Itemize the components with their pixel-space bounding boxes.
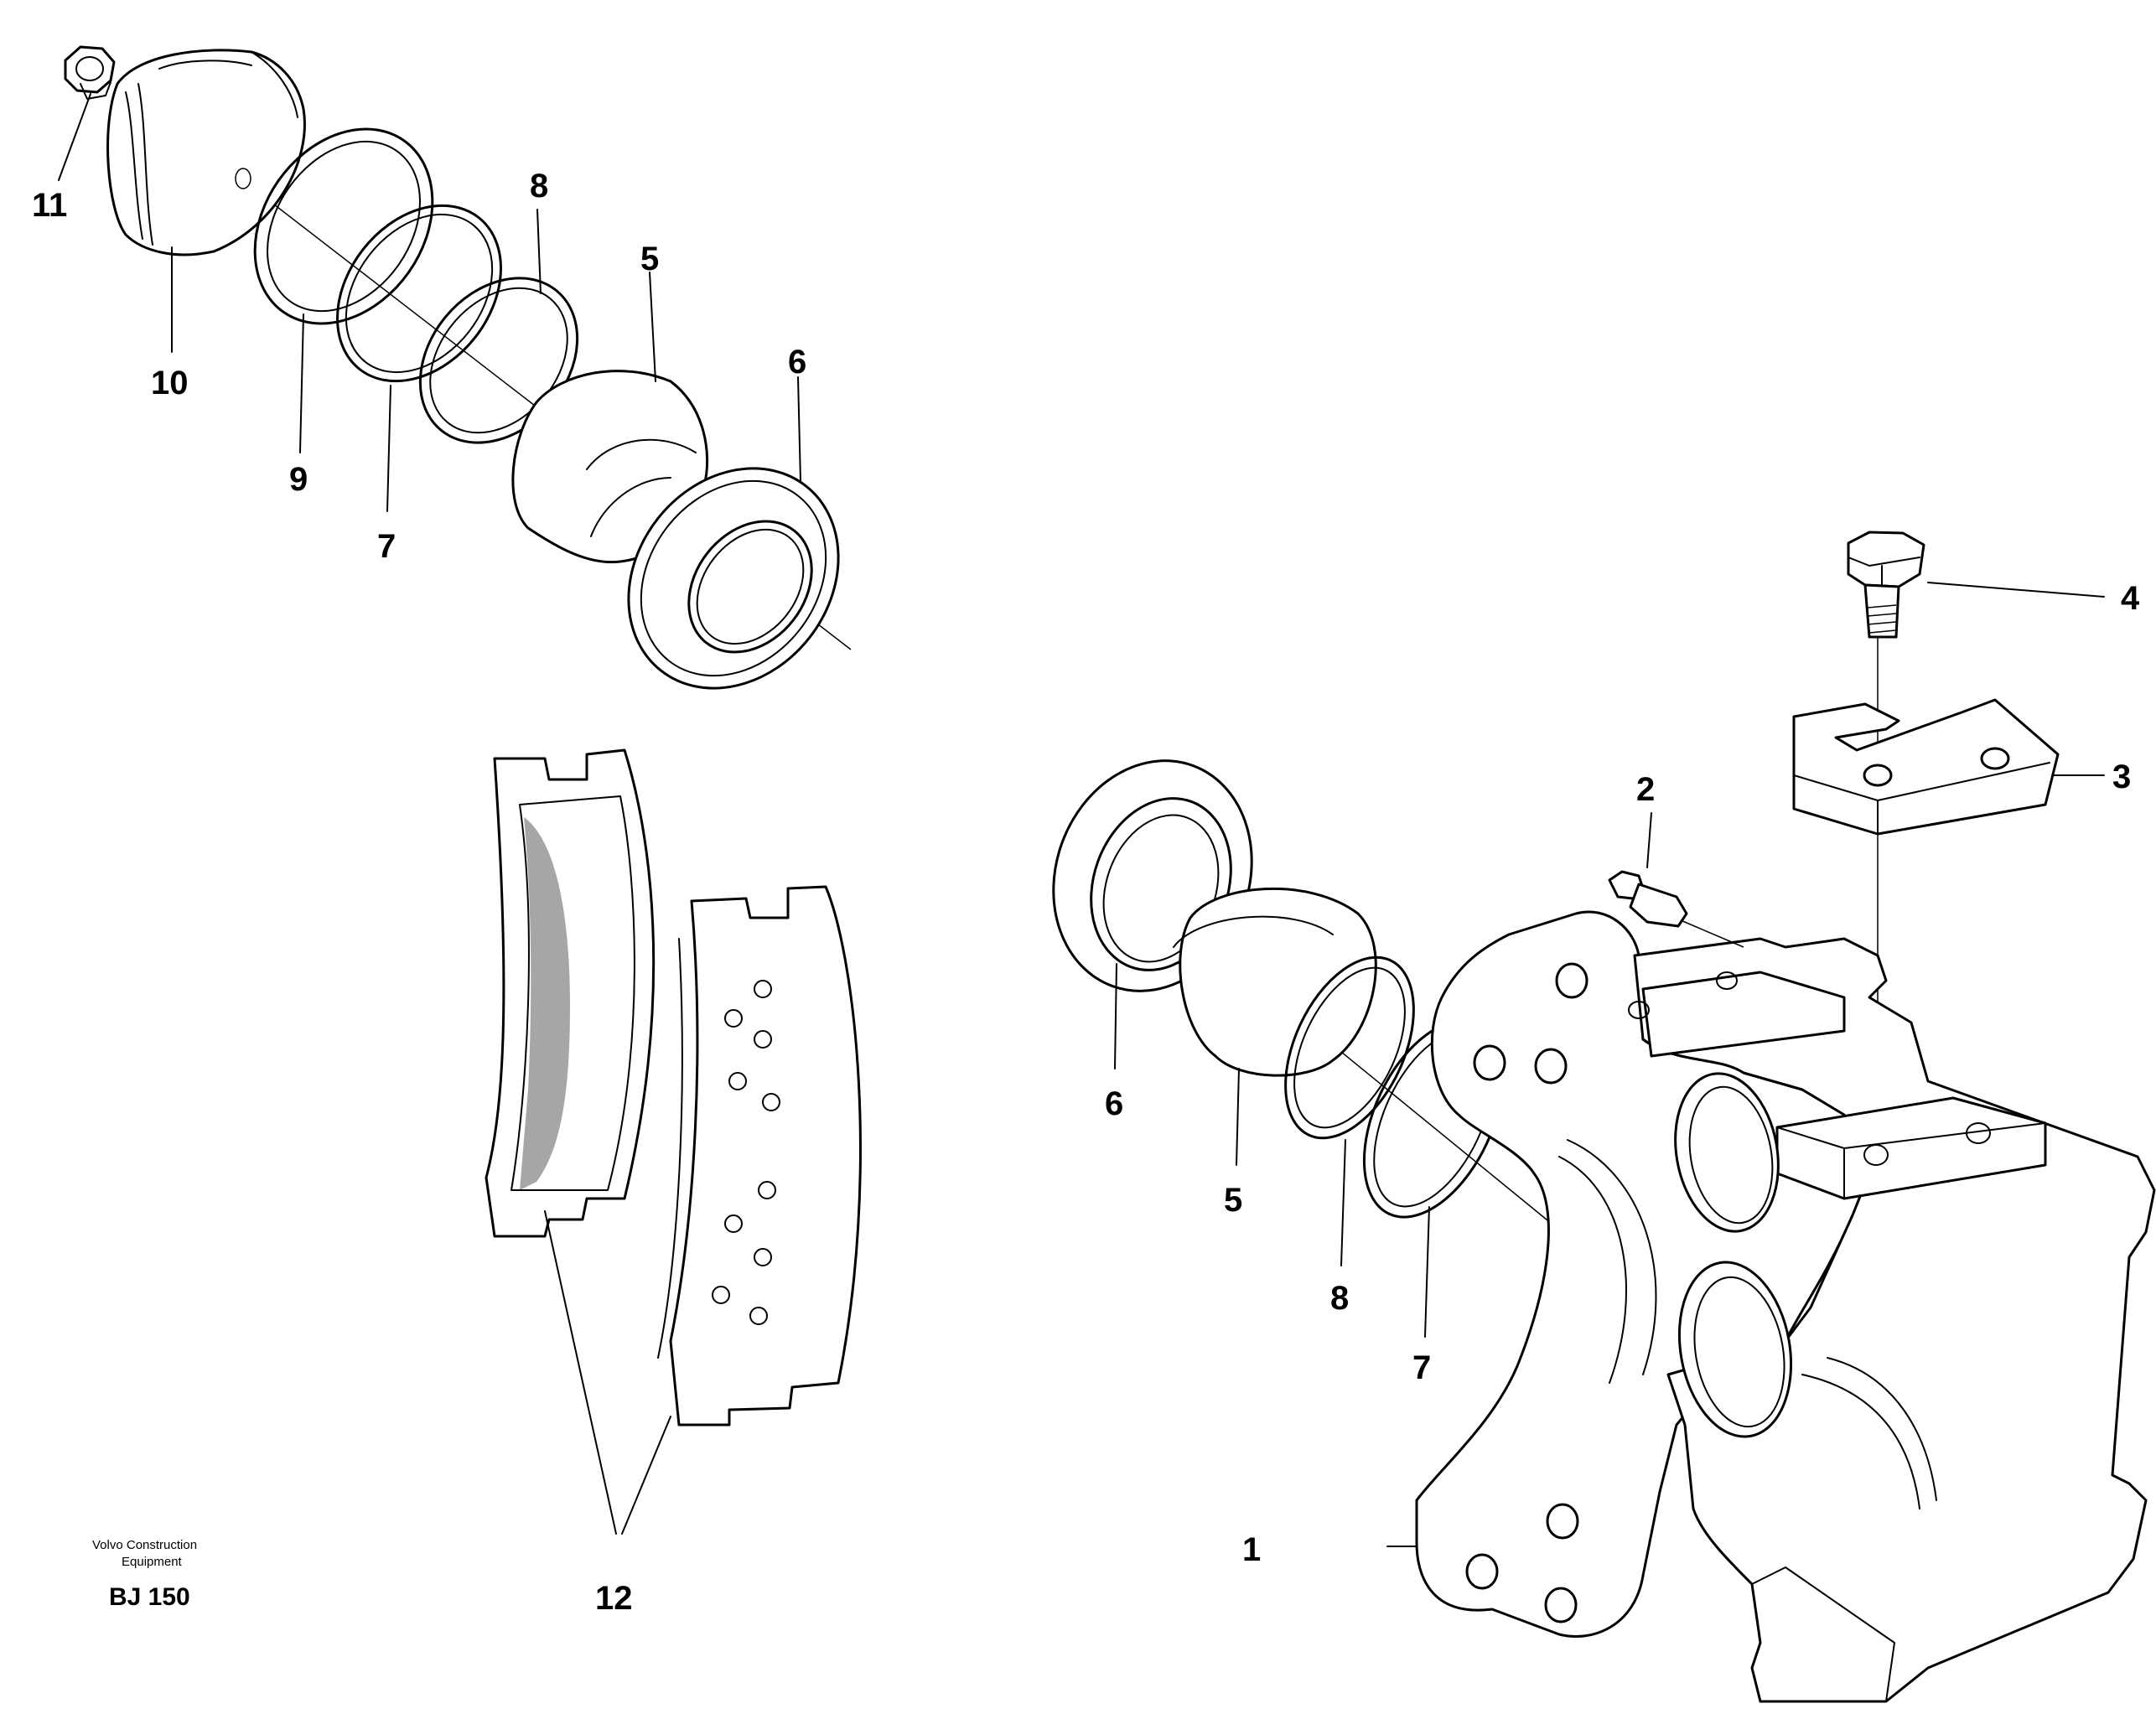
label-6-top: 6 — [788, 344, 806, 381]
caption-block: Volvo Construction Equipment BJ 150 — [92, 1538, 197, 1611]
part-6-seal — [627, 467, 840, 690]
label-5-top: 5 — [640, 241, 659, 277]
brake-pad-right — [657, 885, 862, 1427]
top-piston-assembly: 11 10 9 7 8 5 6 — [32, 45, 852, 690]
label-2: 2 — [1636, 771, 1655, 808]
label-9: 9 — [289, 461, 308, 498]
leader-8-bottom — [1340, 1139, 1346, 1266]
leader-6-bottom — [1114, 963, 1117, 1069]
label-10: 10 — [151, 365, 189, 401]
label-1: 1 — [1242, 1531, 1261, 1568]
label-3: 3 — [2112, 759, 2131, 795]
flange-bolt-holes — [1465, 962, 1991, 1623]
brake-pad-left — [485, 748, 656, 1238]
label-8-bottom: 8 — [1330, 1280, 1349, 1317]
leader-9 — [299, 313, 304, 453]
part-12-brake-pads: 12 — [485, 748, 862, 1617]
leader-5-top — [649, 272, 656, 382]
leader-2 — [1646, 812, 1652, 868]
label-7-bottom: 7 — [1412, 1349, 1431, 1386]
leader-11 — [58, 93, 91, 181]
caliper-assembly: 4 3 2 1 6 5 8 7 — [1052, 531, 2156, 1703]
leader-5-bottom — [1236, 1068, 1240, 1166]
label-4: 4 — [2121, 580, 2140, 617]
leader-7-bottom — [1424, 1206, 1430, 1338]
part-9-ring — [253, 127, 434, 325]
leader-4 — [1927, 582, 2105, 598]
leader-7-top — [386, 385, 391, 512]
part-8-caliper-ring — [1284, 955, 1415, 1140]
leader-12a — [544, 1210, 617, 1535]
part-1-caliper-housing — [1415, 910, 2156, 1703]
part-5-caliper-piston — [1173, 887, 1377, 1077]
caption-brand-line1: Volvo Construction — [92, 1538, 197, 1552]
caption-code: BJ 150 — [109, 1583, 190, 1611]
pad-holes — [712, 980, 780, 1325]
part-2-bleeder-nipple — [1608, 870, 1744, 948]
part-4-bolt — [1847, 531, 1925, 639]
leader-12b — [621, 1416, 671, 1535]
leader-8-top — [536, 209, 542, 294]
label-6-bottom: 6 — [1105, 1085, 1123, 1122]
label-12: 12 — [595, 1580, 633, 1617]
leader-6-top — [797, 376, 801, 483]
caption-brand-line2: Equipment — [122, 1555, 183, 1569]
label-5-bottom: 5 — [1224, 1182, 1242, 1219]
label-8-top: 8 — [530, 168, 548, 205]
label-7-top: 7 — [377, 528, 396, 565]
label-11: 11 — [32, 187, 67, 224]
part-10-cylinder-cover — [106, 49, 306, 256]
part-11-bleed-nipple — [64, 45, 116, 100]
part-7-ring — [336, 204, 502, 383]
part-3-retaining-plate — [1792, 698, 2060, 836]
